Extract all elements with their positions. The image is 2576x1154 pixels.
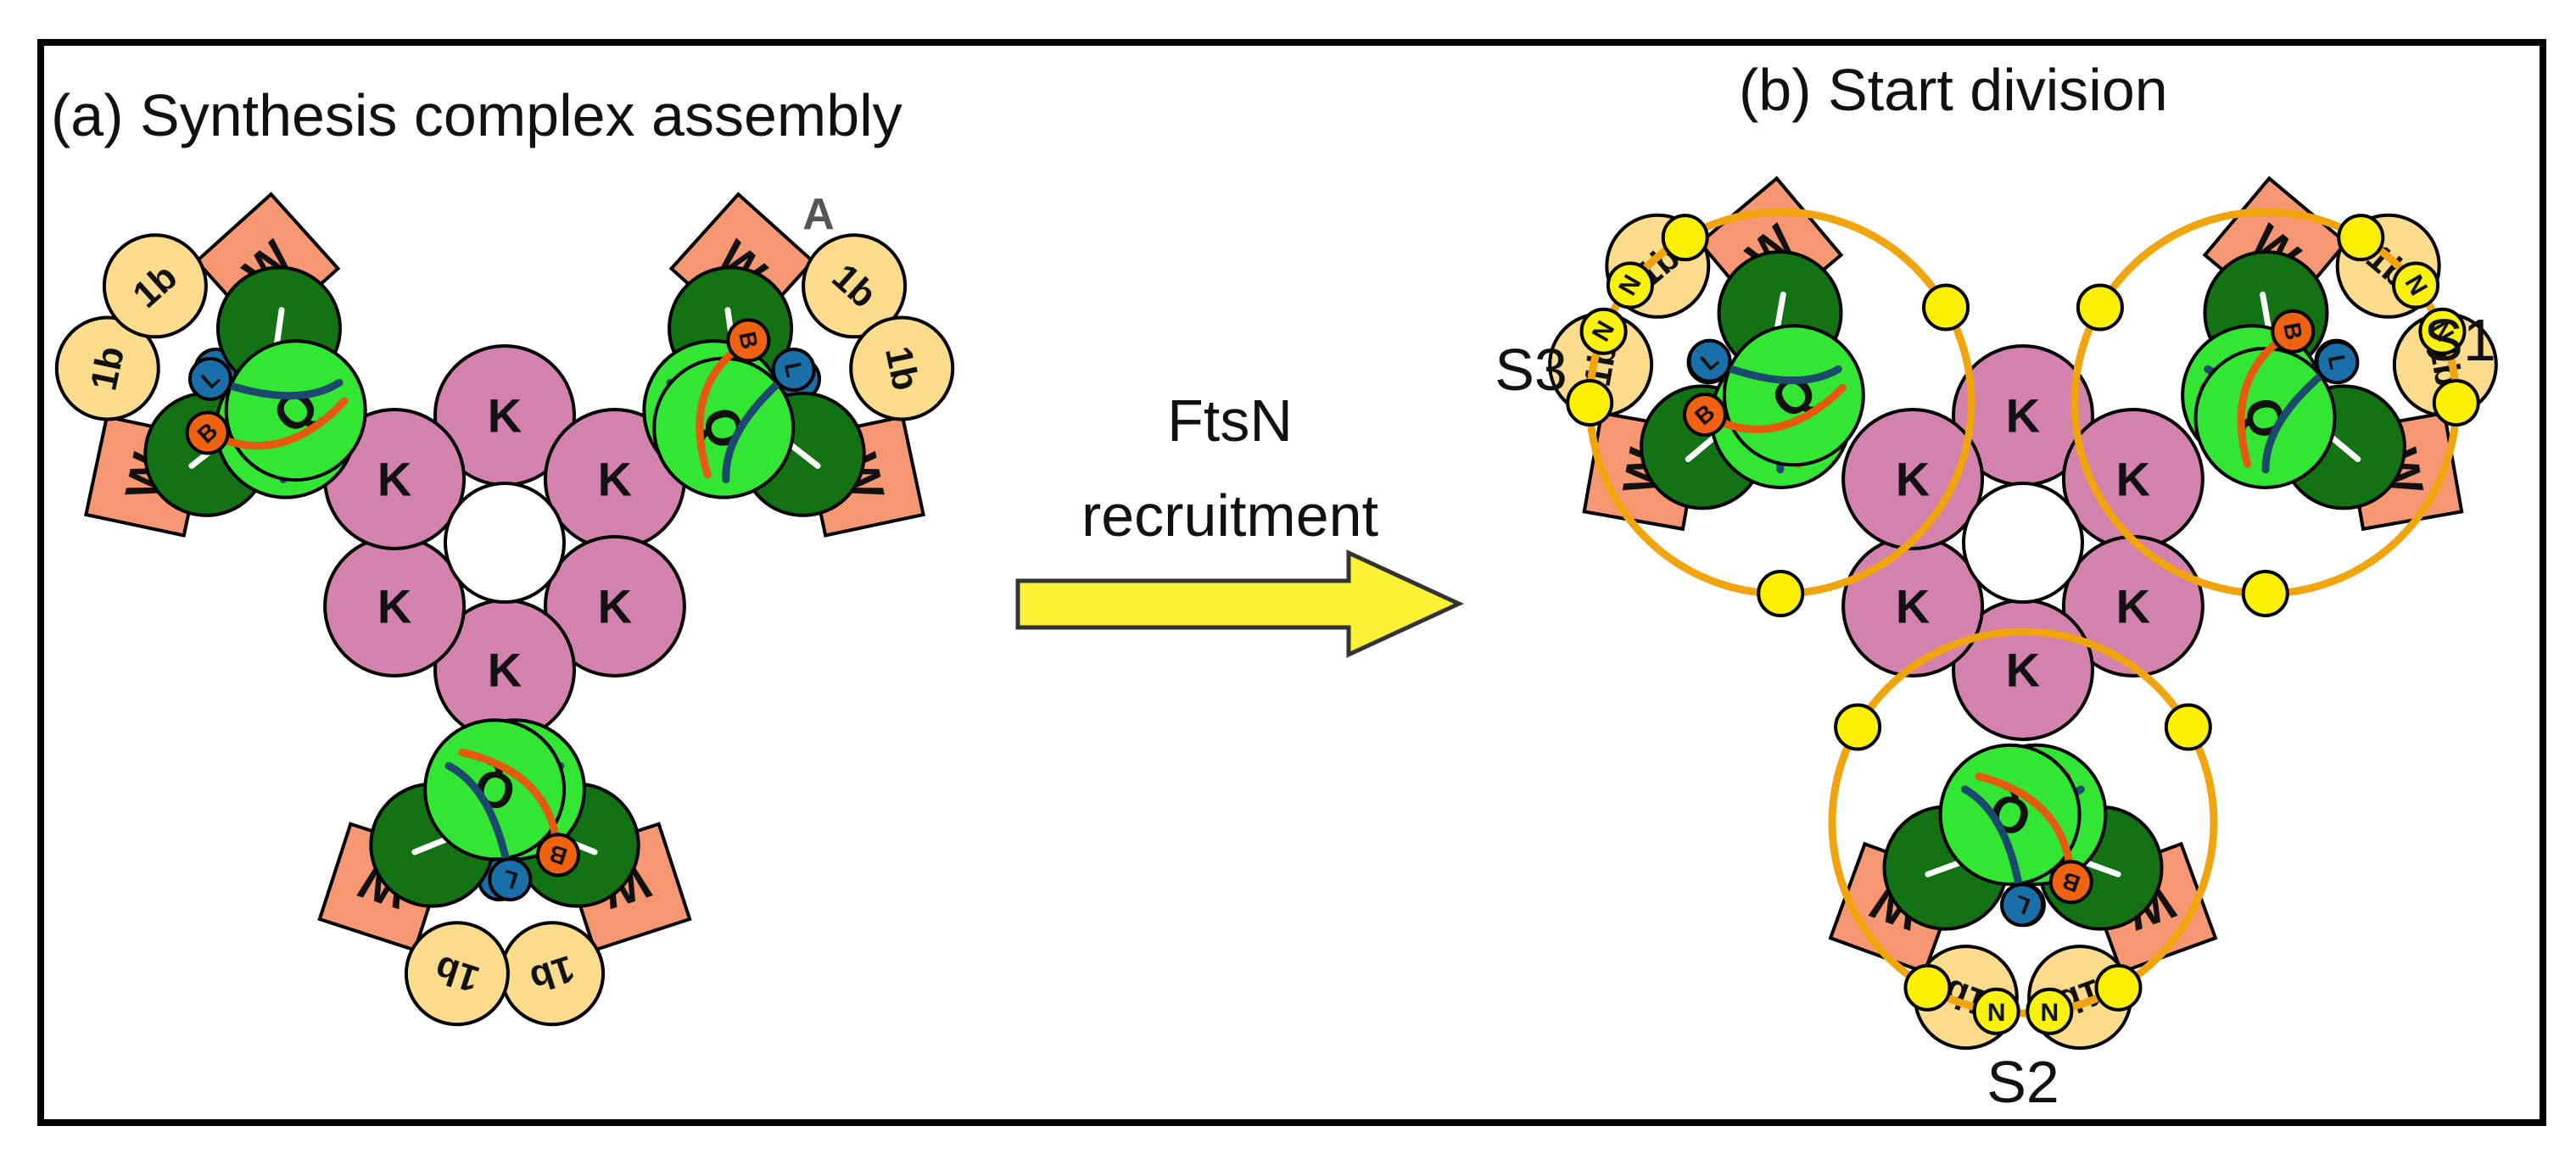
- unit-a-1r-ftsl: L: [771, 347, 816, 392]
- unit-b-1r-ftsl-label: L: [2323, 353, 2352, 371]
- panel-b-complex: KKKKKKW1bQLBW1bQLBNNW1bQLBW1bQLBNNW1bQLB…: [1548, 176, 2498, 1051]
- unit-a-2r-ftsq: Q: [423, 718, 567, 861]
- panel-a-complex: KKKKKKW1bQLBW1bQLBW1bQLBW1bQLBW1bQLBW1bQ…: [54, 192, 955, 1027]
- ftsn-bead-2-1: N: [1972, 987, 2020, 1035]
- unit-a-1r-ftsl-label: L: [780, 360, 808, 379]
- ftsk-a-5-label: K: [377, 453, 411, 506]
- unit-a-0r-ftsi-mark: [273, 307, 285, 350]
- unit-a-0r-ftsl: L: [187, 356, 232, 401]
- panel-b-title: (b) Start division: [1739, 57, 2168, 123]
- ftsk-b-4: K: [1841, 535, 1985, 677]
- arrow-shape: [1015, 549, 1464, 658]
- ftsn-bead-1-0: N: [2392, 261, 2440, 309]
- transition-label-line1: FtsN: [1167, 387, 1293, 454]
- ftsk-b-4-label: K: [1896, 580, 1930, 633]
- unit-b-0r-ftsb: B: [1682, 393, 1727, 438]
- ftsn-anchor-0-0: [1922, 283, 1970, 332]
- ftsk-a-center: [444, 482, 566, 604]
- unit-b-0r-ftsq: Q: [1722, 324, 1865, 467]
- ftsk-a-4: K: [323, 535, 467, 677]
- ftsn-anchor-2-3: [1903, 963, 1952, 1012]
- unit-a-2r-pbp1b: 1b: [404, 921, 510, 1027]
- unit-b-0r-ftsi-mark: [1774, 291, 1786, 335]
- ftsn-anchor-0-2: [1566, 379, 1614, 426]
- unit-a-1l-pbp1b: 1b: [802, 233, 908, 339]
- ftsk-a-1-label: K: [598, 453, 632, 506]
- unit-b-0r-ftsl: L: [1687, 338, 1732, 383]
- unit-a-0r-ftsb: B: [185, 410, 230, 455]
- ftsk-b-3-label: K: [2006, 644, 2040, 697]
- unit-a-0l-pbp1b-label: 1b: [83, 343, 133, 393]
- unit-a-1r-ftsi-mark: [785, 439, 821, 469]
- unit-a-0r-pbp1b: 1b: [102, 233, 208, 339]
- ftsn-bead-1-1: N: [2418, 307, 2467, 355]
- ftsn-anchor-1-2: [2337, 214, 2385, 262]
- ftsk-b-1-label: K: [2116, 453, 2150, 506]
- ftsn-bead-2-0: N: [2026, 987, 2074, 1035]
- ftsk-a-2-label: K: [598, 580, 632, 633]
- unit-b-2r-ftsq: Q: [1938, 743, 2081, 886]
- ftsk-a-3-label: K: [488, 644, 522, 697]
- transition-arrow: [1015, 549, 1464, 658]
- unit-b-2l-ftsi-mark: [2080, 858, 2121, 878]
- ftsk-a-5: K: [323, 408, 467, 550]
- unit-b-0l-ftsi-mark: [1685, 432, 1720, 463]
- unit-b-2r-ftsi-mark: [1925, 858, 1966, 878]
- ftsk-a-2: K: [543, 535, 686, 677]
- ftsn-anchor-0-1: [1757, 570, 1805, 617]
- unit-b-1l-ftsi-mark: [2260, 291, 2272, 335]
- subcomplex-label-s1: S1: [2423, 307, 2496, 373]
- ftsk-a-0: K: [433, 344, 576, 487]
- unit-a-2r-ftsl: L: [488, 857, 533, 902]
- ftsk-a-4-label: K: [377, 580, 411, 633]
- unit-a-1r-pbp1b: 1b: [849, 315, 955, 421]
- unit-b-2r-ftsl: L: [2000, 883, 2045, 928]
- unit-b-1r-ftsi-mark: [2326, 432, 2361, 463]
- unit-b-1r-ftsl: L: [2315, 340, 2360, 385]
- subcomplex-label-s3: S3: [1495, 337, 1567, 403]
- ftsk-b-1: K: [2061, 408, 2204, 550]
- ftsn-bead-2-0-label: N: [2040, 997, 2059, 1025]
- ftsk-b-5: K: [1841, 408, 1985, 550]
- ftsn-anchor-1-3: [2432, 379, 2480, 426]
- transition-label-line2: recruitment: [1081, 482, 1378, 549]
- ftsn-bead-2-1-label: N: [1987, 997, 2006, 1025]
- ftsn-bead-0-1: N: [1606, 261, 1654, 309]
- ftsk-b-0: K: [1952, 344, 2094, 487]
- unit-a-0r-ftsq: Q: [224, 339, 367, 482]
- unit-a-2r-ftsb: B: [536, 833, 581, 878]
- unit-a-1r-ftsb: B: [726, 318, 771, 363]
- stray-label-a: A: [802, 190, 835, 239]
- ftsn-anchor-2-0: [1834, 703, 1882, 751]
- unit-a-1r-pbp1b-label: 1b: [877, 343, 927, 393]
- ftsn-anchor-2-2: [2094, 963, 2143, 1012]
- ftsn-anchor-2-1: [2164, 703, 2212, 751]
- ftsn-ring-3: [1828, 627, 2218, 1017]
- ftsk-b-center: [1962, 482, 2084, 604]
- ftsn-anchor-1-0: [2241, 570, 2289, 617]
- subcomplex-label-s2: S2: [1986, 1049, 2059, 1115]
- ftsn-anchor-0-3: [1661, 214, 1709, 262]
- ftsk-b-5-label: K: [1896, 453, 1930, 506]
- unit-a-0l-pbp1b: 1b: [54, 315, 160, 421]
- ftsk-b-2: K: [2061, 535, 2204, 677]
- unit-b-2r-ftsb: B: [2048, 860, 2093, 905]
- panel-a-title: (a) Synthesis complex assembly: [51, 82, 902, 148]
- unit-a-2l-pbp1b: 1b: [500, 921, 606, 1027]
- unit-a-2r-ftsi-mark: [411, 834, 453, 856]
- ftsk-b-2-label: K: [2116, 580, 2150, 633]
- ftsn-anchor-1-1: [2076, 283, 2124, 332]
- ftsk-b-0-label: K: [2006, 389, 2040, 443]
- unit-b-1r-ftsb: B: [2271, 309, 2316, 354]
- ftsk-a-0-label: K: [488, 389, 522, 443]
- ftsn-bead-0-0: N: [1579, 307, 1628, 355]
